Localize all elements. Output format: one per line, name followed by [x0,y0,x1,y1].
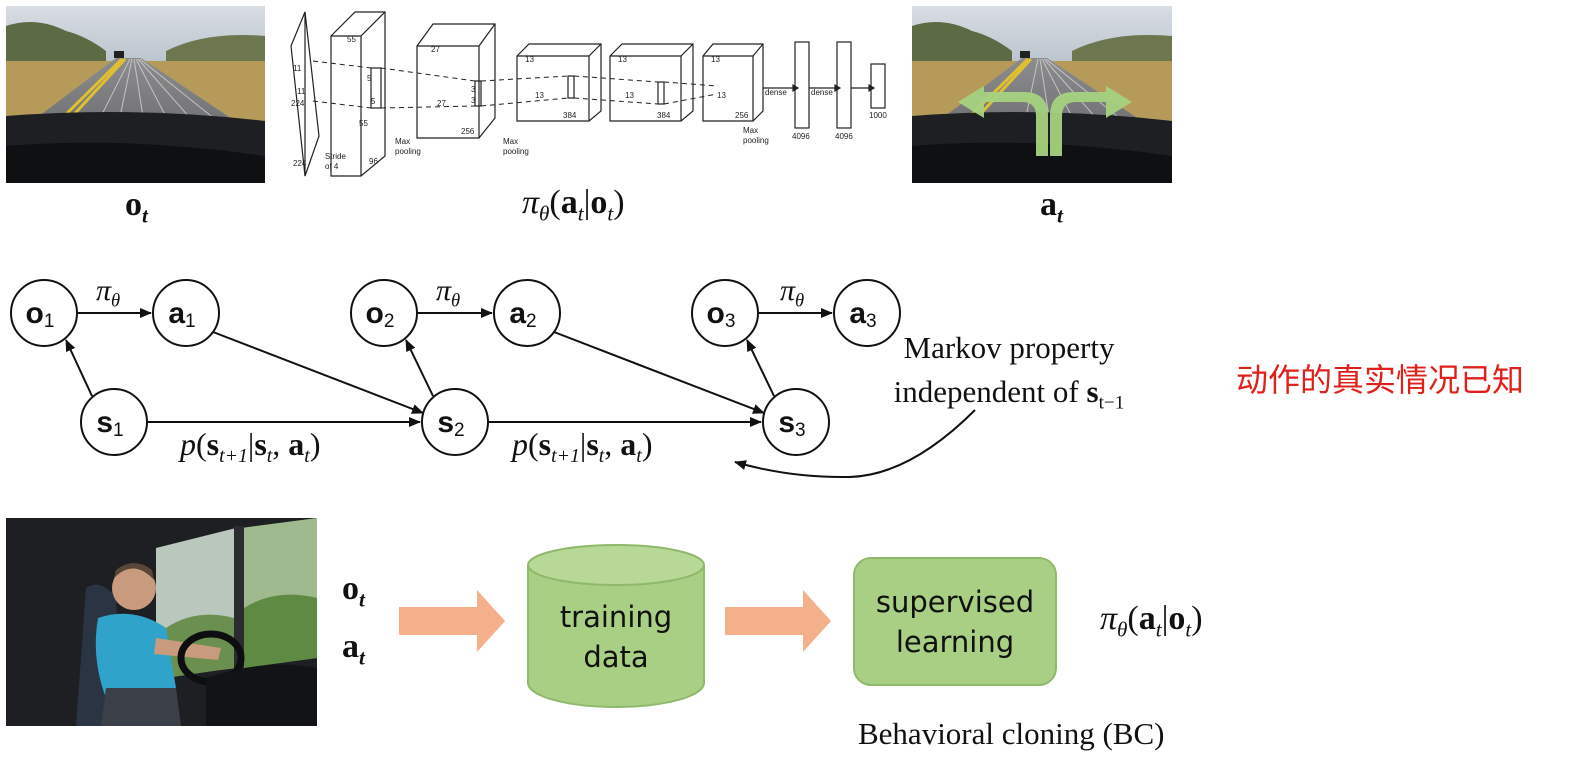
obs-subscript: t [142,203,148,228]
cnn-label: 11 [293,64,302,73]
cnn-label: 13 [625,91,634,100]
arrow-to-training-data-icon [399,590,505,652]
cnn-label: 5 [371,97,376,106]
edge-s2-o2 [405,339,434,397]
supervised-learning-label: supervised learning [875,585,1035,659]
node-s3-label: s3 [778,406,805,441]
left-right-arrow-icon [958,86,1132,156]
policy-edge-label-1: πθ [96,274,121,312]
policy-edge-label-3: πθ [780,274,805,312]
cnn-label: 384 [563,111,577,120]
cnn-label: 13 [618,55,627,64]
observation-road-image [6,6,265,183]
cnn-label: 3 [471,85,476,94]
cnn-label: Max [743,126,758,135]
cnn-label: pooling [395,147,421,156]
cnn-label: 256 [735,111,749,120]
edge-a1-s2 [212,331,424,414]
markov-curved-arrow [734,409,976,479]
cnn-label: 256 [461,127,475,136]
node-a2 [493,279,561,347]
cnn-label: of 4 [325,162,339,171]
cnn-label: Max [503,137,518,146]
cnn-label: 4096 [792,132,810,141]
cnn-label: 13 [717,91,726,100]
behavioral-cloning-caption: Behavioral cloning (BC) [858,716,1165,751]
markov-line-1: Markov property [903,330,1115,365]
cnn-label: 27 [431,45,440,54]
cnn-label: 1000 [869,111,887,120]
node-s3 [762,388,830,456]
policy-network-caption: πθ(at|ot) [522,184,625,226]
edge-a2-s3 [553,331,765,414]
node-a2-label: a2 [509,297,536,332]
cnn-label: 55 [359,119,368,128]
transition-label-1: p(st+1|st, at) [180,426,321,467]
node-s2-label: s2 [437,406,464,441]
cnn-label: 13 [535,91,544,100]
node-a1 [152,279,220,347]
node-o3-label: o3 [707,297,736,332]
learned-policy-label: πθ(at|ot) [1100,600,1203,642]
cnn-label: 224 [293,159,307,168]
cnn-label: Stride [325,152,346,161]
node-o1-label: o1 [26,297,55,332]
bc-observation-label: ot [342,570,365,612]
node-o2-label: o2 [366,297,395,332]
arrow-to-supervised-learning-icon [725,590,831,652]
node-a3-label: a3 [849,297,876,332]
transition-label-2: p(st+1|st, at) [512,426,653,467]
cnn-label: 11 [297,87,306,96]
bc-action-label: at [342,628,365,670]
cnn-label: dense [811,88,833,97]
cnn-label: pooling [743,136,769,145]
driver-photo [6,518,317,726]
cnn-label: 3 [471,96,476,105]
edge-s3-o3 [746,339,775,397]
cnn-label: 5 [367,74,372,83]
cnn-label: 224 [291,99,305,108]
cnn-label: 384 [657,111,671,120]
obs-symbol: o [125,186,142,223]
markov-property-note: Markov property independent of st−1 [848,326,1170,414]
node-a3 [833,279,901,347]
cnn-architecture-diagram: 11 224 11 224 Stride of 4 55 55 5 5 96 M… [285,6,890,181]
cnn-label: 4096 [835,132,853,141]
cnn-label: 13 [711,55,720,64]
cnn-label: 55 [347,35,356,44]
cnn-label: 13 [525,55,534,64]
edge-s1-o1 [65,339,93,397]
cnn-label: dense [765,88,787,97]
markov-line-2: independent of st−1 [893,374,1125,414]
observation-caption: ot [125,186,148,228]
node-a1-label: a1 [168,297,195,332]
node-s1-label: s1 [96,406,123,441]
training-data-label: training data [559,600,673,674]
action-caption: at [1040,186,1063,228]
policy-edge-label-2: πθ [436,274,461,312]
cnn-label: 27 [437,99,446,108]
supervised-learning-box [853,557,1057,686]
cnn-label: pooling [503,147,529,156]
action-road-image [912,6,1172,183]
training-data-cylinder [527,544,705,708]
cnn-label: Max [395,137,410,146]
ground-truth-annotation: 动作的真实情况已知 [1236,361,1525,399]
pomdp-graph: o1 a1 s1 o2 a2 s2 o3 a3 s3 [10,279,976,479]
cnn-label: 96 [369,157,378,166]
